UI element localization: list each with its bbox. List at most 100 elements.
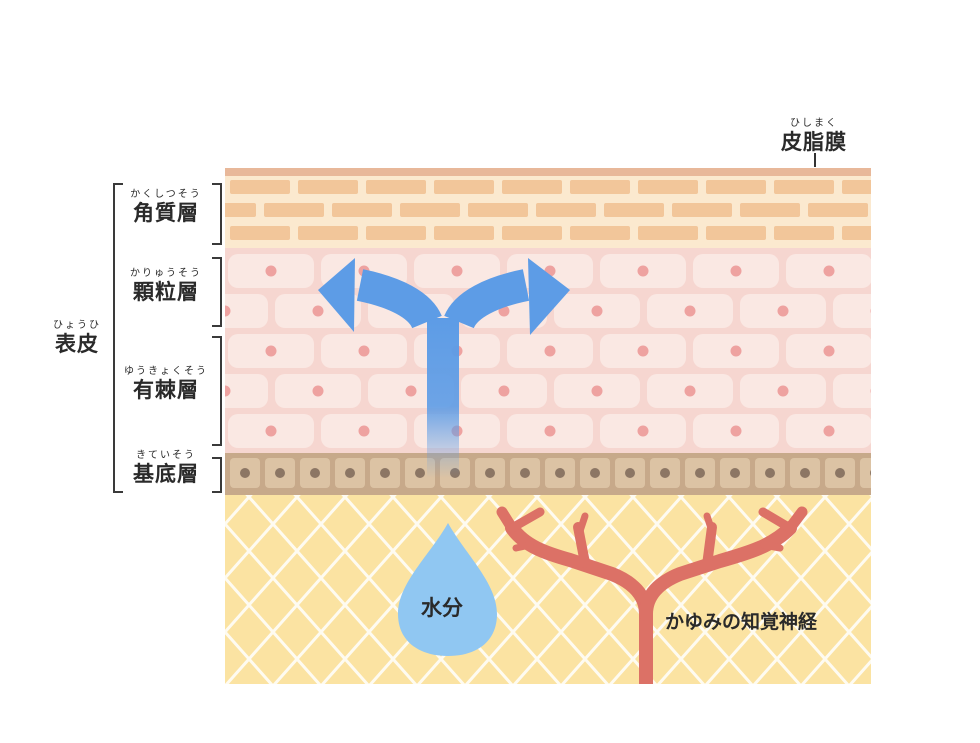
cell-nucleus (312, 305, 324, 317)
cell-nucleus (265, 265, 277, 277)
cell-nucleus (451, 265, 463, 277)
epidermal-cell (833, 374, 871, 408)
corneum-brick (434, 226, 494, 240)
corneum-brick (638, 226, 698, 240)
cell-nucleus (591, 305, 603, 317)
basal-nucleus (800, 468, 810, 478)
basal-nucleus (625, 468, 635, 478)
basal-cell (860, 458, 871, 488)
corneum-brick (366, 226, 426, 240)
basal-nucleus (555, 468, 565, 478)
itch-nerve-label: かゆみの知覚神経 (665, 611, 818, 633)
corneum-brick (672, 203, 732, 217)
corneum-brick (298, 180, 358, 194)
cell-nucleus (684, 385, 696, 397)
basal-nucleus (660, 468, 670, 478)
corneum-brick (774, 226, 834, 240)
corneum-brick (225, 203, 256, 217)
epidermal-cell (879, 414, 965, 448)
stratum-corneum-label: かくしつそう 角質層 (130, 189, 202, 225)
epidermal-cell (879, 254, 965, 288)
basal-nucleus (870, 470, 871, 476)
basal-nucleus (835, 468, 845, 478)
basal-nucleus (590, 468, 600, 478)
basal-nucleus (240, 468, 250, 478)
basal-nucleus (765, 468, 775, 478)
water-drop-icon (398, 523, 497, 656)
epidermal-cell (225, 294, 268, 328)
basal-nucleus (310, 468, 320, 478)
basal-nucleus (345, 468, 355, 478)
basal-nucleus (485, 468, 495, 478)
cell-nucleus (225, 385, 231, 397)
cell-nucleus (225, 305, 231, 317)
granulosum-bracket (212, 257, 222, 327)
moisture-label: 水分 (421, 596, 463, 620)
cell-nucleus (637, 265, 649, 277)
cell-nucleus (637, 425, 649, 437)
cell-nucleus (730, 425, 742, 437)
cell-nucleus (823, 345, 835, 357)
corneum-brick (264, 203, 324, 217)
stratum-spinosum-label: ゆうきょくそう 有棘層 (124, 366, 208, 402)
epidermis-bracket (113, 183, 123, 493)
epidermal-cell (225, 374, 268, 408)
basal-nucleus (695, 468, 705, 478)
corneum-bracket (212, 183, 222, 245)
corneum-brick (808, 203, 868, 217)
corneum-brick (434, 180, 494, 194)
cell-nucleus (591, 385, 603, 397)
cell-nucleus (917, 346, 928, 357)
corneum-brick (570, 226, 630, 240)
corneum-brick (366, 180, 426, 194)
basal-nucleus (275, 468, 285, 478)
cell-nucleus (917, 426, 928, 437)
stratum-basale-label: きていそう 基底層 (133, 450, 199, 486)
corneum-brick (536, 203, 596, 217)
corneum-brick (842, 180, 871, 194)
cell-nucleus (498, 385, 510, 397)
cell-nucleus (358, 345, 370, 357)
stratum-granulosum-label: かりゅうそう 顆粒層 (130, 268, 202, 304)
cell-nucleus (544, 345, 556, 357)
corneum-brick (740, 203, 800, 217)
cell-nucleus (730, 345, 742, 357)
cell-nucleus (405, 385, 417, 397)
basal-cells (230, 458, 871, 488)
corneum-brick (400, 203, 460, 217)
cell-nucleus (544, 425, 556, 437)
corneum-brick (706, 226, 766, 240)
corneum-brick (502, 180, 562, 194)
spinosum-bracket (212, 336, 222, 446)
corneum-brick (706, 180, 766, 194)
cell-nucleus (637, 345, 649, 357)
cell-nucleus (684, 305, 696, 317)
epidermis-label: ひょうひ 表皮 (53, 320, 101, 356)
dermis-pattern (225, 495, 871, 684)
corneum-brick (842, 226, 871, 240)
epidermal-cell (833, 294, 871, 328)
sebum-membrane-layer (225, 168, 871, 176)
corneum-brick (774, 180, 834, 194)
cell-nucleus (777, 305, 789, 317)
cell-nucleus (358, 425, 370, 437)
cell-nucleus (312, 385, 324, 397)
corneum-brick (502, 226, 562, 240)
corneum-brick (876, 203, 936, 217)
corneum-brick (230, 180, 290, 194)
basal-nucleus (380, 468, 390, 478)
corneum-bricks (225, 180, 936, 240)
cell-nucleus (730, 265, 742, 277)
branching-arrow-icon (318, 258, 570, 478)
corneum-brick (298, 226, 358, 240)
cell-nucleus (265, 425, 277, 437)
epidermal-cell (879, 334, 965, 368)
corneum-brick (468, 203, 528, 217)
cell-nucleus (823, 425, 835, 437)
corneum-brick (332, 203, 392, 217)
corneum-brick (638, 180, 698, 194)
corneum-brick (604, 203, 664, 217)
corneum-brick (230, 226, 290, 240)
cell-nucleus (870, 388, 871, 394)
